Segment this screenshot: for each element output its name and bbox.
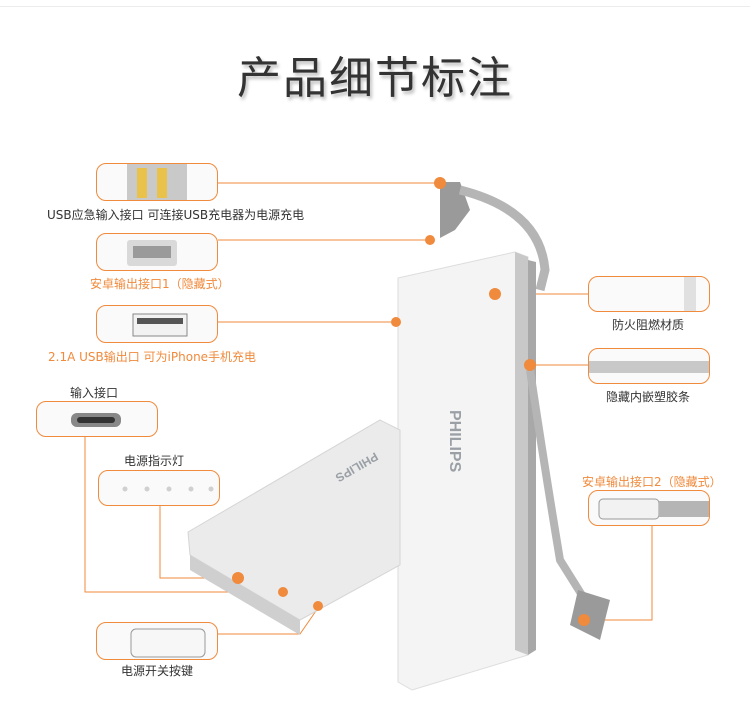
android2-thumb bbox=[588, 490, 710, 526]
input-port-thumb bbox=[36, 401, 158, 437]
label-android2: 安卓输出接口2（隐藏式） bbox=[582, 475, 722, 489]
power-bank-device: PHILIPS PHILIPS bbox=[187, 182, 610, 691]
label-fireproof: 防火阻燃材质 bbox=[612, 318, 685, 332]
fireproof-thumb bbox=[588, 276, 710, 312]
android1-thumb bbox=[96, 233, 218, 271]
usb-input-thumb bbox=[96, 163, 218, 201]
power-key-thumb bbox=[96, 622, 218, 660]
hidden-cable-thumb bbox=[588, 348, 710, 384]
brand-logo-vertical: PHILIPS bbox=[446, 410, 463, 473]
label-usb-output: 2.1A USB输出口 可为iPhone手机充电 bbox=[48, 350, 257, 364]
top-divider bbox=[0, 6, 750, 7]
label-indicator: 电源指示灯 bbox=[124, 454, 185, 468]
page-title: 产品细节标注 bbox=[237, 53, 513, 104]
label-power-key: 电源开关按键 bbox=[121, 664, 194, 678]
label-usb-input: USB应急输入接口 可连接USB充电器为电源充电 bbox=[47, 208, 305, 222]
label-android1: 安卓输出接口1（隐藏式） bbox=[90, 277, 230, 291]
label-input-port: 输入接口 bbox=[70, 386, 119, 400]
usb-output-thumb bbox=[96, 305, 218, 343]
label-hidden-cable: 隐藏内嵌塑胶条 bbox=[606, 390, 691, 404]
indicator-thumb bbox=[98, 470, 220, 506]
